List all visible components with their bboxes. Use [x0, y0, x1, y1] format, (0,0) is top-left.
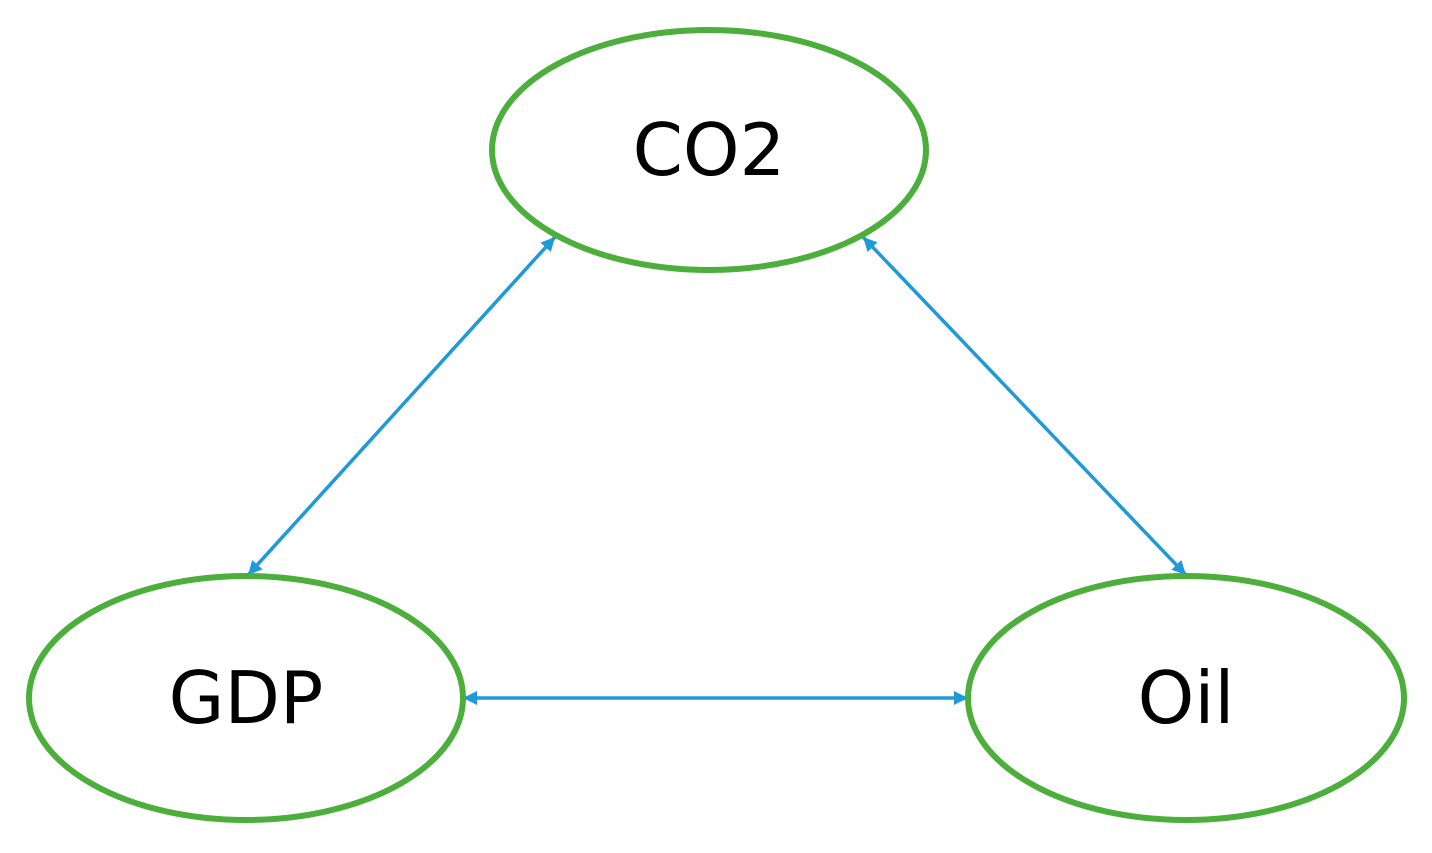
node-gdp-label: GDP	[169, 656, 324, 740]
node-co2-ellipse	[489, 27, 929, 273]
node-oil-label: Oil	[1138, 656, 1235, 740]
edge-co2-oil	[861, 235, 1188, 577]
node-co2-label: CO2	[633, 108, 786, 192]
node-gdp-ellipse	[26, 573, 466, 823]
node-oil-ellipse	[965, 573, 1407, 823]
edge-co2-gdp	[246, 235, 557, 577]
node-oil: Oil	[965, 573, 1407, 823]
node-gdp: GDP	[26, 573, 466, 823]
node-co2: CO2	[489, 27, 929, 273]
